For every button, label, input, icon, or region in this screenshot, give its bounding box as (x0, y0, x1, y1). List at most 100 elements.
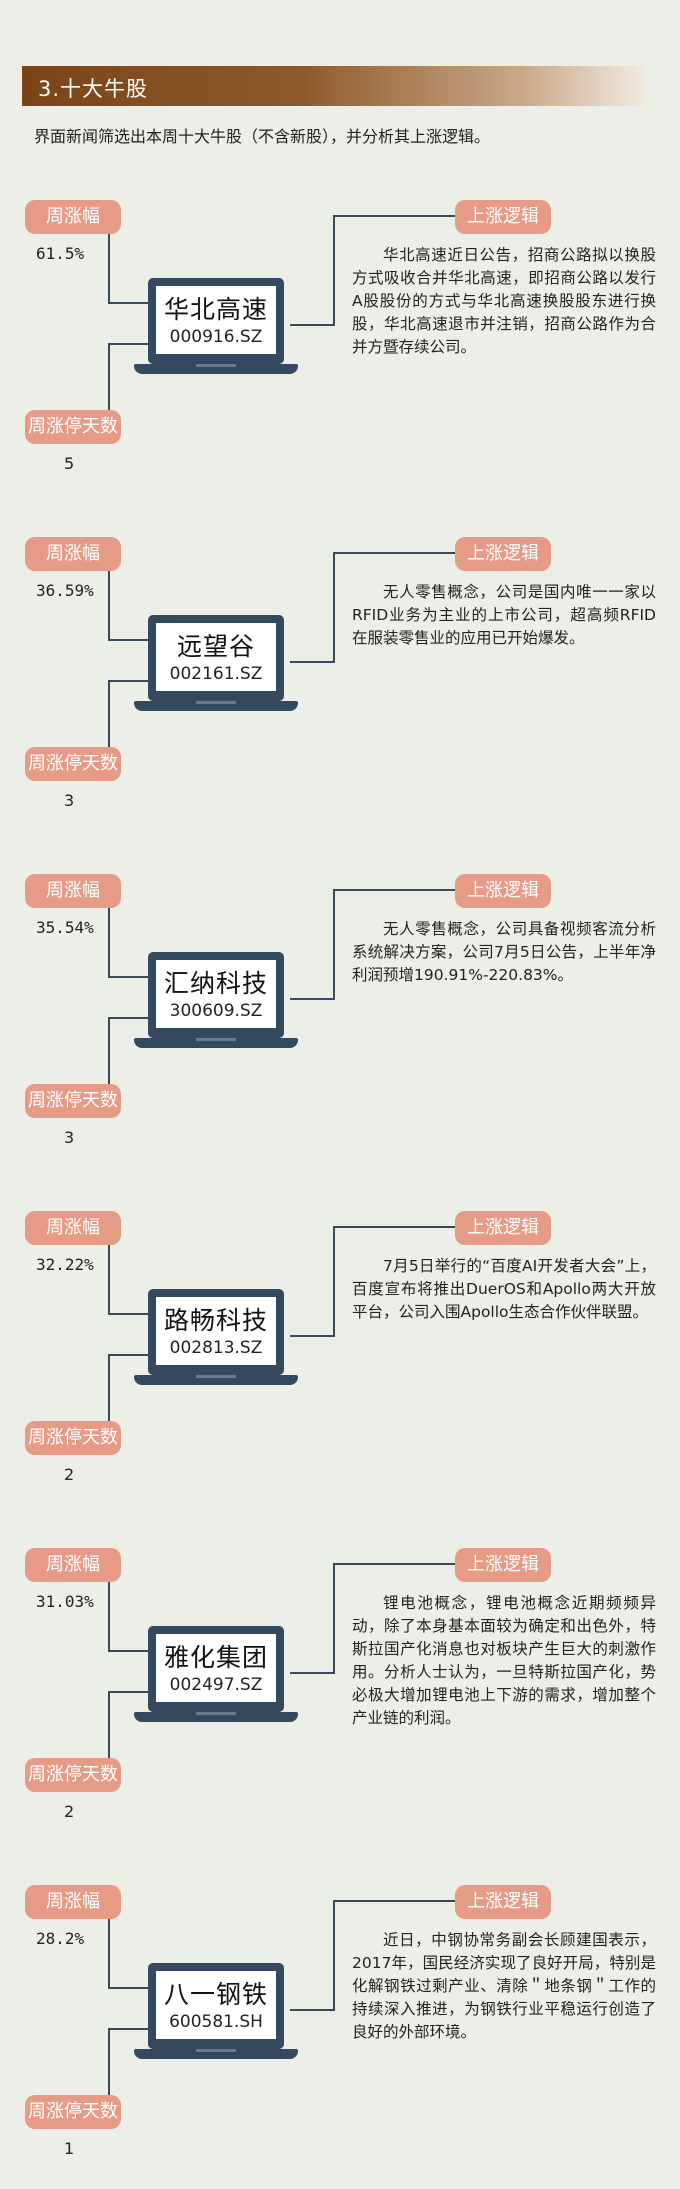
connector-line (333, 889, 335, 1000)
limit-up-days-value: 2 (64, 1802, 75, 1821)
laptop-notch (196, 2049, 236, 2052)
rise-logic-text: 华北高速近日公告，招商公路拟以换股方式吸收合并华北高速，即招商公路以发行A股股份… (352, 246, 656, 356)
laptop-screen: 八一钢铁 600581.SH (156, 1971, 276, 2039)
laptop-screen-frame: 雅化集团 002497.SZ (148, 1626, 284, 1712)
stock-name: 远望谷 (176, 632, 255, 661)
limit-up-days-value: 3 (64, 791, 75, 810)
connector-line (108, 2028, 148, 2030)
laptop-base (134, 364, 298, 374)
connector-line (290, 2009, 334, 2011)
rise-logic-text: 近日，中钢协常务副会长顾建国表示，2017年，国民经济实现了良好开局，特别是化解… (352, 1931, 656, 2041)
stock-card: 周涨幅 35.54% 周涨停天数 3 上涨逻辑 汇纳科技 300609.SZ 无… (0, 874, 680, 1174)
section-title: 3.十大牛股 (38, 77, 149, 101)
laptop-base (134, 2049, 298, 2059)
connector-line (333, 1900, 455, 1902)
weekly-gain-label: 周涨幅 (25, 537, 121, 571)
connector-line (108, 1691, 148, 1693)
connector-line (108, 343, 110, 410)
laptop-notch (196, 1038, 236, 1041)
rise-logic-label: 上涨逻辑 (455, 874, 551, 908)
laptop-screen-frame: 路畅科技 002813.SZ (148, 1289, 284, 1375)
stock-card: 周涨幅 31.03% 周涨停天数 2 上涨逻辑 雅化集团 002497.SZ 锂… (0, 1548, 680, 1848)
connector-line (290, 1672, 334, 1674)
stock-card: 周涨幅 28.2% 周涨停天数 1 上涨逻辑 八一钢铁 600581.SH 近日… (0, 1885, 680, 2185)
rise-logic-label: 上涨逻辑 (455, 200, 551, 234)
laptop-icon: 华北高速 000916.SZ (134, 278, 298, 380)
weekly-gain-value: 28.2% (36, 1929, 85, 1948)
connector-line (108, 1017, 148, 1019)
intro-text: 界面新闻筛选出本周十大牛股（不含新股），并分析其上涨逻辑。 (34, 127, 491, 146)
connector-line (108, 571, 110, 640)
connector-line (108, 1245, 110, 1314)
connector-line (290, 998, 334, 1000)
connector-line (333, 215, 455, 217)
stock-name: 华北高速 (163, 295, 268, 324)
connector-line (108, 343, 148, 345)
weekly-gain-label: 周涨幅 (25, 1211, 121, 1245)
connector-line (108, 1354, 148, 1356)
stock-code: 000916.SZ (169, 327, 263, 347)
laptop-notch (196, 1375, 236, 1378)
stock-card: 周涨幅 61.5% 周涨停天数 5 上涨逻辑 华北高速 000916.SZ 华北… (0, 200, 680, 500)
stock-card: 周涨幅 32.22% 周涨停天数 2 上涨逻辑 路畅科技 002813.SZ 7… (0, 1211, 680, 1511)
limit-up-days-label: 周涨停天数 (25, 410, 121, 444)
stock-name: 路畅科技 (163, 1306, 268, 1335)
laptop-icon: 远望谷 002161.SZ (134, 615, 298, 717)
connector-line (108, 1987, 148, 1989)
laptop-screen-frame: 华北高速 000916.SZ (148, 278, 284, 364)
connector-line (108, 976, 148, 978)
limit-up-days-label: 周涨停天数 (25, 1421, 121, 1455)
laptop-base (134, 701, 298, 711)
section-header: 3.十大牛股 (22, 66, 647, 106)
limit-up-days-label: 周涨停天数 (25, 1758, 121, 1792)
stock-code: 002813.SZ (169, 1338, 263, 1358)
rise-logic-label: 上涨逻辑 (455, 537, 551, 571)
laptop-screen: 汇纳科技 300609.SZ (156, 960, 276, 1028)
weekly-gain-value: 61.5% (36, 244, 85, 263)
connector-line (108, 2028, 110, 2095)
connector-line (108, 302, 148, 304)
laptop-icon: 汇纳科技 300609.SZ (134, 952, 298, 1054)
limit-up-days-value: 1 (64, 2139, 75, 2158)
laptop-icon: 路畅科技 002813.SZ (134, 1289, 298, 1391)
stock-name: 八一钢铁 (163, 1980, 268, 2009)
connector-line (290, 324, 334, 326)
connector-line (108, 1919, 110, 1988)
stock-name: 汇纳科技 (163, 969, 268, 998)
connector-line (108, 1582, 110, 1651)
stock-code: 002497.SZ (169, 1675, 263, 1695)
connector-line (333, 1226, 455, 1228)
weekly-gain-value: 35.54% (36, 918, 94, 937)
connector-line (108, 1650, 148, 1652)
connector-line (333, 215, 335, 326)
laptop-base (134, 1375, 298, 1385)
limit-up-days-value: 5 (64, 454, 75, 473)
connector-line (333, 552, 335, 663)
stock-code: 002161.SZ (169, 664, 263, 684)
connector-line (333, 1226, 335, 1337)
laptop-notch (196, 1712, 236, 1715)
weekly-gain-label: 周涨幅 (25, 200, 121, 234)
connector-line (108, 639, 148, 641)
stock-name: 雅化集团 (163, 1643, 268, 1672)
laptop-base (134, 1712, 298, 1722)
stock-card: 周涨幅 36.59% 周涨停天数 3 上涨逻辑 远望谷 002161.SZ 无人… (0, 537, 680, 837)
connector-line (108, 1017, 110, 1084)
connector-line (290, 661, 334, 663)
laptop-icon: 八一钢铁 600581.SH (134, 1963, 298, 2065)
limit-up-days-label: 周涨停天数 (25, 747, 121, 781)
rise-logic-label: 上涨逻辑 (455, 1885, 551, 1919)
connector-line (108, 1354, 110, 1421)
connector-line (108, 908, 110, 977)
connector-line (108, 680, 110, 747)
laptop-screen: 路畅科技 002813.SZ (156, 1297, 276, 1365)
laptop-screen-frame: 远望谷 002161.SZ (148, 615, 284, 701)
laptop-icon: 雅化集团 002497.SZ (134, 1626, 298, 1728)
laptop-base (134, 1038, 298, 1048)
limit-up-days-value: 3 (64, 1128, 75, 1147)
limit-up-days-label: 周涨停天数 (25, 1084, 121, 1118)
weekly-gain-value: 36.59% (36, 581, 94, 600)
connector-line (333, 552, 455, 554)
laptop-screen-frame: 汇纳科技 300609.SZ (148, 952, 284, 1038)
rise-logic-text: 7月5日举行的“百度AI开发者大会”上，百度宣布将推出DuerOS和Apollo… (352, 1257, 656, 1321)
